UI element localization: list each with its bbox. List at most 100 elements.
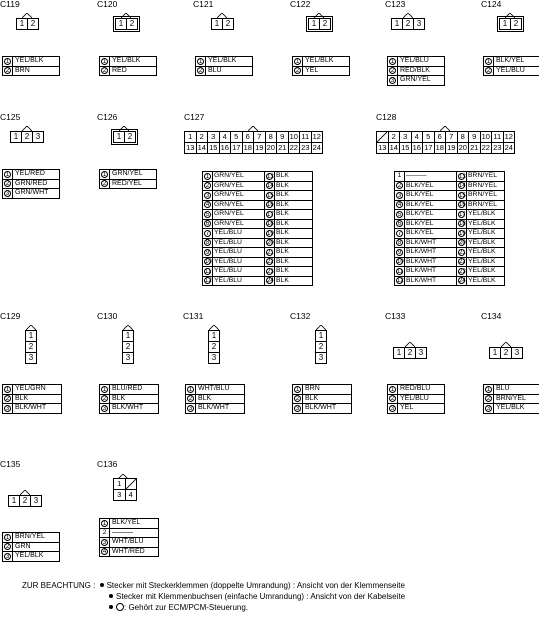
terminal-number: 3 xyxy=(3,404,13,413)
terminal-circle: 20 xyxy=(266,239,274,246)
terminal-cell: 3 xyxy=(207,132,219,142)
wire-color: YEL/BLU xyxy=(213,238,265,247)
terminal-number: 1 xyxy=(484,57,494,66)
lock-tab xyxy=(248,126,258,131)
terminal-circle: 2 xyxy=(4,180,11,187)
terminal-circle: 3 xyxy=(204,191,211,199)
terminal-circle: 2 xyxy=(294,67,301,74)
terminal-circle: 3 xyxy=(101,538,108,546)
terminal-circle: 2 xyxy=(187,395,194,402)
terminal-number: 4 xyxy=(395,200,405,209)
wire-color: BLK xyxy=(198,394,212,402)
connector-id: C125 xyxy=(0,112,21,122)
terminal-circle: 2 xyxy=(4,395,11,402)
wire-color: BLK/WHT xyxy=(405,267,457,276)
wire-color: YEL/BLK xyxy=(112,57,141,64)
wire-color: YEL/BLK xyxy=(468,210,496,217)
terminal-cell: 2 xyxy=(195,132,208,142)
terminal-circle: 1 xyxy=(197,57,204,65)
terminal-cell: 2 xyxy=(222,19,233,29)
terminal-circle: 3 xyxy=(485,404,492,412)
terminal-circle: 8 xyxy=(204,239,211,246)
terminal-cell: 2 xyxy=(19,496,30,506)
wire-color: GRN/YEL xyxy=(112,170,143,177)
wire-color: BLK xyxy=(276,238,289,246)
terminal-circle: 22 xyxy=(458,258,466,265)
terminal-cell: 6 xyxy=(433,132,446,142)
terminal-number: 20 xyxy=(457,238,467,247)
lock-tab-icon xyxy=(314,13,324,18)
terminal-cell: 1 xyxy=(211,331,217,340)
terminal-number: 15 xyxy=(457,191,467,200)
terminal-number: 1 xyxy=(484,385,494,394)
terminal-circle: 22 xyxy=(266,258,274,265)
wire-color: YEL/BLK xyxy=(468,257,496,265)
connector-id: C121 xyxy=(193,0,214,9)
terminal-circle: 3 xyxy=(187,404,194,412)
terminal-circle: 4 xyxy=(396,201,403,208)
terminal-circle: 21 xyxy=(266,248,274,256)
terminal-circle: 16 xyxy=(458,201,466,208)
connector-id: C136 xyxy=(97,459,118,469)
lock-tab xyxy=(209,325,219,330)
terminal-number: 20 xyxy=(265,238,275,247)
wire-color: BLK xyxy=(276,172,289,179)
terminal-number: 21 xyxy=(457,248,467,257)
terminal-circle: 13 xyxy=(266,172,274,180)
terminal-circle: 2 xyxy=(396,182,403,189)
terminal-number: 1 xyxy=(100,385,110,394)
terminal-cell: 15 xyxy=(207,143,219,153)
wire-color: BLK xyxy=(276,210,289,217)
terminal-circle: 5 xyxy=(396,210,403,218)
terminal-cell: 1 xyxy=(11,496,17,505)
lock-tab xyxy=(314,13,324,18)
terminal-number: 21 xyxy=(265,248,275,257)
wire-color: BRN/YEL xyxy=(468,172,498,179)
terminal-number: 3 xyxy=(388,404,398,413)
terminal-number: 1 xyxy=(395,172,405,181)
wire-color: GRN xyxy=(15,542,31,550)
terminal-number: 1 xyxy=(186,385,196,394)
terminal-cell: 13 xyxy=(378,143,387,152)
terminal-cell: 9 xyxy=(276,132,288,142)
terminal-number: 3 xyxy=(3,189,13,198)
terminal-number: 22 xyxy=(265,257,275,266)
wire-color: BLK xyxy=(305,394,319,402)
terminal-circle: 2 xyxy=(101,67,108,74)
terminal-circle: 2 xyxy=(204,182,211,189)
wire-color: BLK/WHT xyxy=(112,404,144,411)
wire-color: BLK/YEL xyxy=(405,219,457,228)
terminal-circle: 3 xyxy=(389,76,396,84)
